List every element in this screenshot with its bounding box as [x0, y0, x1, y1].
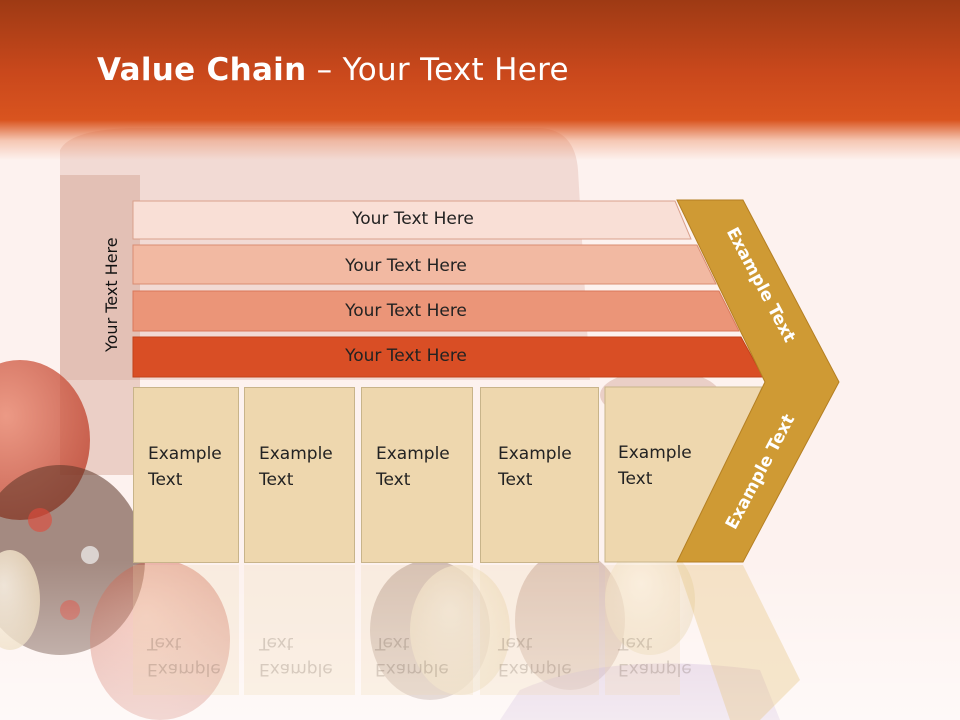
box-reflection-1: [133, 565, 239, 695]
box-5-line1: Example: [618, 443, 692, 463]
box-reflection-2: [244, 565, 355, 695]
box-3-reflection-text: Example Text: [375, 630, 449, 682]
title-bar: [0, 0, 960, 160]
box-1-reflection-line1: Example: [147, 659, 221, 679]
band-shape-2: [132, 244, 717, 285]
band-shape-1: [132, 200, 692, 240]
box-reflection-5: [605, 565, 680, 695]
box-5-reflection-line1: Example: [618, 659, 692, 679]
box-4-reflection-text: Example Text: [498, 630, 572, 682]
band-4: Your Text Here: [133, 336, 699, 376]
band-shape-3: [132, 290, 740, 332]
band-2: Your Text Here: [133, 246, 699, 286]
box-5-reflection-text: Example Text: [618, 630, 692, 682]
slide-title: Value Chain – Your Text Here: [97, 52, 569, 88]
vertical-label: Your Text Here: [102, 237, 121, 352]
box-2-line1: Example: [259, 444, 333, 464]
band-1: Your Text Here: [133, 199, 693, 239]
box-5-reflection-line2: Text: [618, 633, 653, 653]
box-reflection-3: [361, 565, 473, 695]
box-4-reflection-line2: Text: [498, 633, 533, 653]
box-1-line2: Text: [148, 470, 183, 490]
box-2-reflection-text: Example Text: [259, 630, 333, 682]
box-1-reflection-line2: Text: [147, 633, 182, 653]
box-2-reflection-line2: Text: [259, 633, 294, 653]
box-3-reflection-line1: Example: [375, 659, 449, 679]
title-rest: – Your Text Here: [306, 52, 569, 88]
box-2-reflection-line1: Example: [259, 659, 333, 679]
box-4-reflection-line1: Example: [498, 659, 572, 679]
box-2-line2: Text: [259, 470, 294, 490]
band-2-label: Your Text Here: [345, 256, 467, 276]
box-3-line1: Example: [376, 444, 450, 464]
box-5-line2: Text: [618, 469, 653, 489]
box-3-reflection-line2: Text: [375, 633, 410, 653]
box-1-reflection-text: Example Text: [147, 630, 221, 682]
box-3-line2: Text: [376, 470, 411, 490]
title-bold: Value Chain: [97, 52, 307, 88]
box-reflection-4: [480, 565, 599, 695]
band-1-label: Your Text Here: [352, 209, 474, 229]
band-3-label: Your Text Here: [345, 301, 467, 321]
box-1-line1: Example: [148, 444, 222, 464]
chevron-shape: [676, 199, 840, 563]
chevron-reflection: [677, 565, 800, 720]
band-4-label: Your Text Here: [345, 346, 467, 366]
box-4-line2: Text: [498, 470, 533, 490]
band-3: Your Text Here: [133, 291, 699, 331]
box-4-line1: Example: [498, 444, 572, 464]
